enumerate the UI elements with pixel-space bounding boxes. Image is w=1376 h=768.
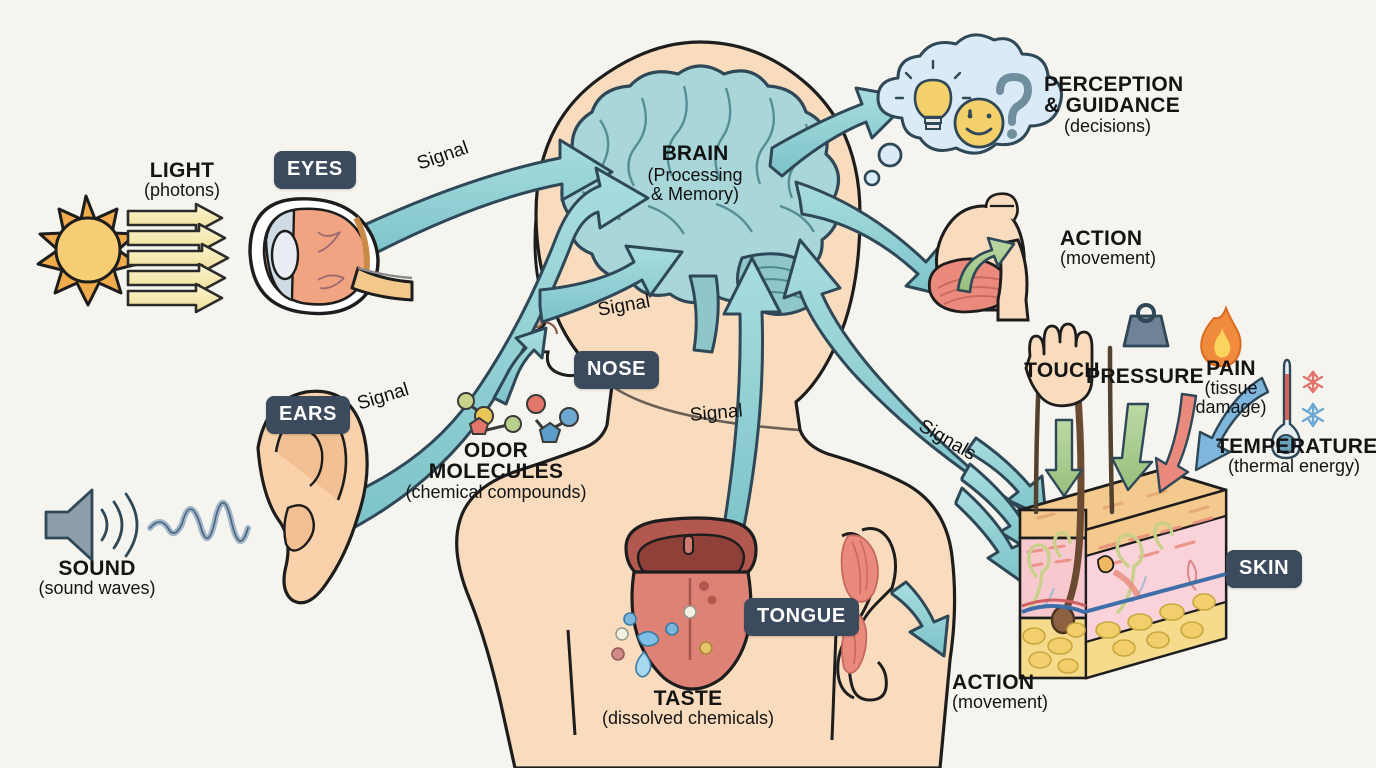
- perception-title-line2: & GUIDANCE: [1044, 94, 1181, 118]
- badge-ears[interactable]: EARS: [266, 396, 350, 434]
- flame-icon: [1200, 305, 1242, 368]
- stimulus-to-skin-arrows: [1044, 376, 1270, 498]
- pain-subtitle-line1: (tissue: [1204, 378, 1258, 399]
- light-ray-arrows: [126, 202, 230, 314]
- arrow-touch-to-skin: [1044, 418, 1084, 498]
- weight-icon: [1122, 303, 1170, 348]
- snowflake-cold-icon: [1301, 402, 1325, 428]
- touch-title: TOUCH: [1024, 359, 1100, 382]
- speaker-icon: [44, 488, 139, 562]
- eye-illustration: [248, 197, 414, 316]
- taste-subtitle: (dissolved chemicals): [601, 708, 775, 729]
- arrow-pressure-to-skin: [1110, 402, 1154, 492]
- arrow-nose-to-brain: [538, 244, 684, 324]
- signal-arrows: [320, 86, 1048, 658]
- action-arm-subtitle: (movement): [1060, 248, 1157, 269]
- touch-label: TOUCH: [1010, 359, 1114, 382]
- light-title: LIGHT: [149, 159, 215, 182]
- perception-title-line1: PERCEPTION: [1044, 73, 1184, 96]
- arrow-tongue-to-brain: [704, 256, 782, 548]
- signal-label-tongue: Signal: [689, 400, 744, 426]
- light-label: LIGHT (photons): [112, 160, 252, 200]
- temperature-title: TEMPERATURE: [1216, 435, 1376, 458]
- thermometer-icon: [1270, 358, 1325, 460]
- odor-title-line2: MOLECULES: [428, 460, 564, 484]
- flexed-arm-illustration: [927, 192, 1030, 322]
- odor-title-line1: ODOR: [463, 439, 529, 462]
- action-leg-label: ACTION (movement): [952, 672, 1152, 712]
- hand-icon: [1024, 322, 1094, 408]
- arrow-eyes-to-brain: [348, 138, 614, 260]
- skin-cross-section-illustration: [1018, 332, 1228, 680]
- badge-skin[interactable]: SKIN: [1226, 550, 1303, 588]
- tongue-illustration: [611, 516, 758, 691]
- sound-subtitle: (sound waves): [38, 578, 156, 599]
- perception-subtitle: (decisions): [1064, 115, 1152, 136]
- pain-label: PAIN (tissue damage): [1186, 358, 1276, 417]
- action-arm-title: ACTION: [1060, 227, 1143, 250]
- brain-subtitle-line2: & Memory): [650, 184, 739, 205]
- odor-label: ODOR MOLECULES (chemical compounds): [396, 440, 596, 502]
- action-arm-label: ACTION (movement): [1060, 228, 1260, 268]
- perception-label: PERCEPTION & GUIDANCE (decisions): [1044, 74, 1314, 136]
- thought-cloud-illustration: [863, 33, 1063, 187]
- brain-label: BRAIN (Processing & Memory): [610, 142, 780, 205]
- sound-label: SOUND (sound waves): [22, 558, 172, 598]
- badge-eyes[interactable]: EYES: [274, 151, 356, 189]
- odor-molecules-icon: [457, 392, 579, 443]
- taste-label: TASTE (dissolved chemicals): [588, 688, 788, 728]
- sun-icon: [36, 194, 140, 307]
- arrow-skin-to-brain: [782, 238, 1024, 526]
- pain-subtitle-line2: damage): [1195, 397, 1267, 418]
- action-leg-title: ACTION: [952, 671, 1035, 694]
- temperature-label: TEMPERATURE (thermal energy): [1216, 435, 1376, 477]
- arrow-pain-to-skin: [1154, 392, 1198, 494]
- brain-title: BRAIN: [661, 142, 729, 165]
- pressure-label: PRESSURE: [1086, 365, 1204, 388]
- sound-title: SOUND: [58, 557, 136, 580]
- taste-title: TASTE: [653, 687, 723, 710]
- odor-subtitle: (chemical compounds): [405, 481, 587, 502]
- pain-title: PAIN: [1206, 357, 1256, 380]
- arrow-brain-to-leg-action: [890, 580, 950, 658]
- brain-subtitle-line1: (Processing: [647, 165, 743, 185]
- light-subtitle: (photons): [143, 180, 221, 201]
- temperature-subtitle: (thermal energy): [1227, 456, 1361, 477]
- action-leg-subtitle: (movement): [952, 692, 1049, 713]
- arrow-temperature-to-skin: [1194, 376, 1270, 472]
- badge-nose[interactable]: NOSE: [574, 351, 660, 389]
- snowflake-hot-icon: [1302, 370, 1324, 394]
- arrow-odor-to-nose: [492, 326, 548, 406]
- pressure-title: PRESSURE: [1086, 365, 1204, 388]
- badge-tongue[interactable]: TONGUE: [744, 598, 859, 636]
